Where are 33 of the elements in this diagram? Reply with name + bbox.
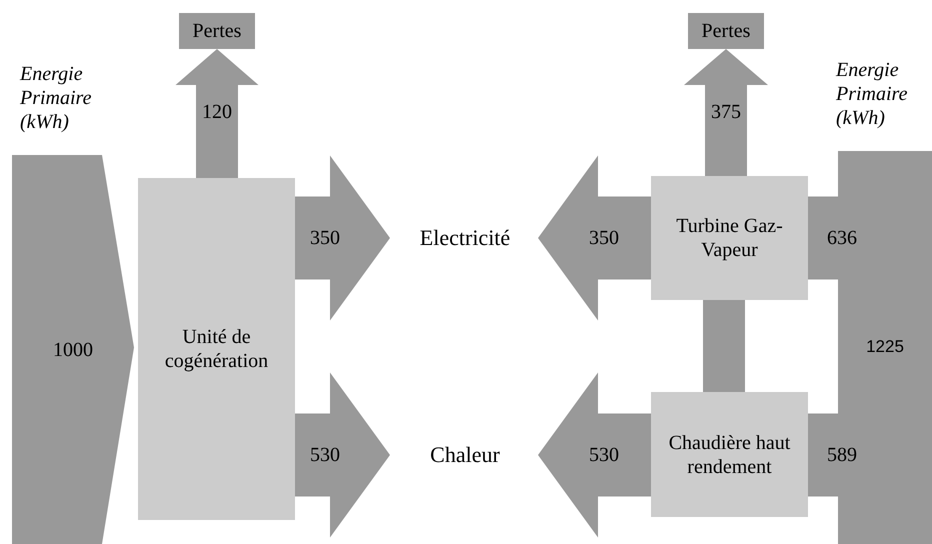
output-label: Electricité: [390, 222, 538, 254]
loss-box: [179, 13, 255, 49]
process-label: Unité de cogénération: [164, 325, 270, 373]
edge-label: 636: [827, 228, 857, 248]
edge-label: 375: [711, 102, 741, 122]
process-box: [138, 178, 295, 520]
loss-box: [688, 13, 764, 49]
flow-arrow: [176, 49, 258, 178]
process-box: [651, 176, 808, 300]
edge-label: 350: [589, 228, 619, 248]
axis-heading: Energie Primaire (kWh): [20, 62, 92, 134]
edge-label: 120: [202, 102, 232, 122]
value-label: 1000: [53, 338, 93, 362]
flow-band: [808, 196, 838, 280]
process-box: [651, 392, 808, 517]
flow-band: [808, 414, 838, 496]
edge-label: 530: [589, 445, 619, 465]
loss-label: Pertes: [702, 19, 750, 43]
process-label: Turbine Gaz-Vapeur: [675, 214, 784, 262]
flow-arrow: [295, 372, 390, 538]
flow-arrow: [684, 49, 768, 176]
axis-heading: Energie Primaire (kWh): [836, 58, 908, 130]
edge-label: 589: [827, 445, 857, 465]
flow-arrow: [295, 156, 390, 320]
flow-arrow: [538, 156, 651, 320]
flow-band: [703, 300, 745, 392]
edge-label: 530: [310, 445, 340, 465]
output-label: Chaleur: [390, 439, 538, 471]
loss-label: Pertes: [192, 19, 242, 43]
value-label: 1225: [866, 337, 904, 358]
flow-arrow: [538, 372, 651, 538]
edge-label: 350: [310, 228, 340, 248]
process-label: Chaudière haut rendement: [668, 430, 792, 478]
